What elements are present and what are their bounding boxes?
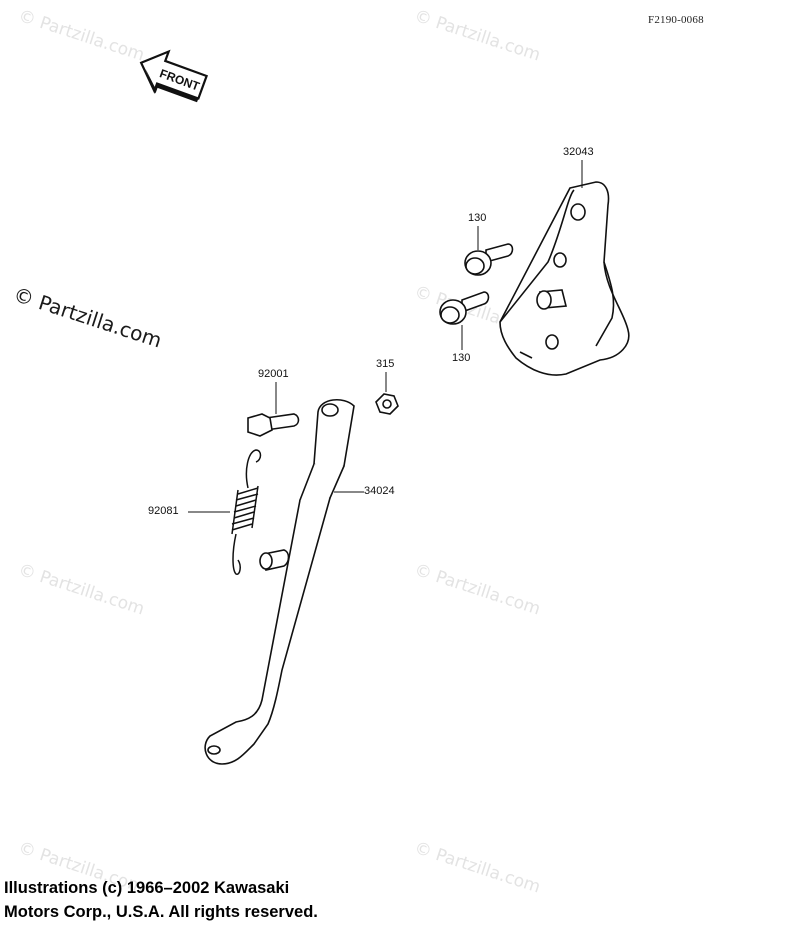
nut-315 <box>375 393 399 415</box>
bracket-32043 <box>499 181 630 376</box>
part-label-32043: 32043 <box>563 146 594 158</box>
spring-92081 <box>231 449 262 575</box>
part-label-130-top: 130 <box>468 212 487 224</box>
bolt-92001 <box>247 413 300 437</box>
diagram-code: F2190-0068 <box>648 14 704 26</box>
copyright-footer: Illustrations (c) 1966–2002 Kawasaki Mot… <box>4 876 318 924</box>
front-arrow-icon: FRONT <box>139 49 209 103</box>
part-label-130-bottom: 130 <box>452 352 471 364</box>
part-label-92001: 92001 <box>258 368 289 380</box>
part-label-92081: 92081 <box>148 505 179 517</box>
bolt-130-bottom <box>439 291 490 325</box>
copyright-line-2: Motors Corp., U.S.A. All rights reserved… <box>4 903 318 921</box>
copyright-line-1: Illustrations (c) 1966–2002 Kawasaki <box>4 879 290 897</box>
part-label-34024: 34024 <box>364 485 395 497</box>
part-label-315: 315 <box>376 358 395 370</box>
bolt-130-top <box>464 243 514 276</box>
side-stand-34024 <box>204 399 355 765</box>
